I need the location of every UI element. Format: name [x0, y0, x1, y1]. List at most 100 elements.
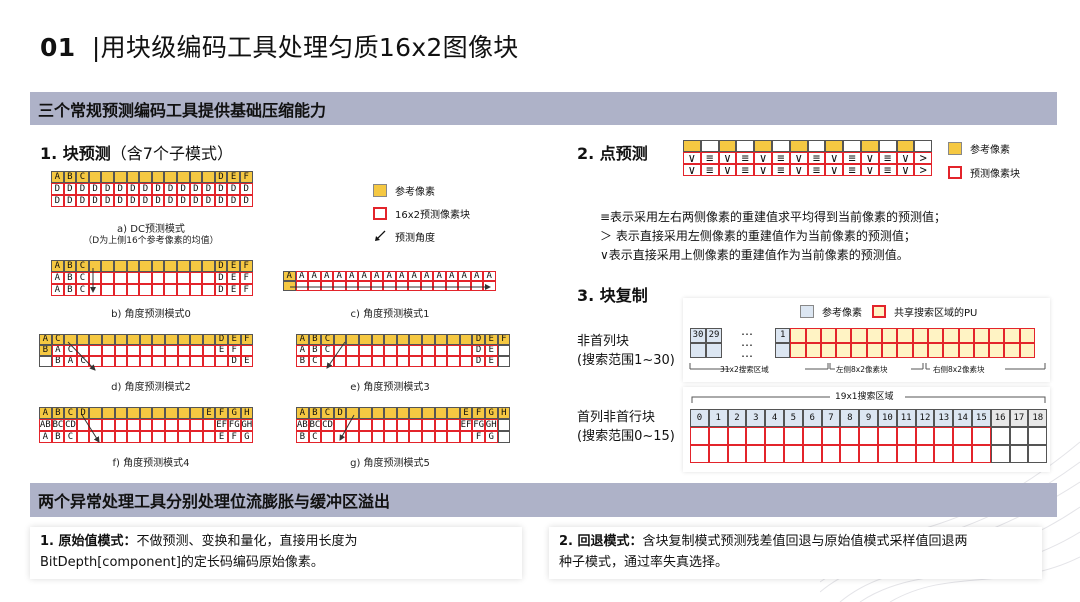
grid-cell: [821, 445, 841, 463]
grid-cell: [152, 345, 165, 356]
grid-cell: [859, 445, 878, 463]
grid-cell: C: [76, 284, 89, 296]
grid-cell: E: [484, 345, 498, 356]
grid-cell: 10: [877, 409, 897, 427]
grid-cell: GH: [484, 419, 498, 431]
grid-cell: [101, 419, 115, 431]
grid-cell: [802, 427, 822, 445]
grid-cell: [101, 431, 115, 443]
grid-cell: [89, 419, 102, 431]
grid-cell: [459, 356, 473, 367]
grid-cell: ∨: [825, 164, 844, 176]
grid-cell: ∨: [896, 152, 915, 164]
grid-cell: [396, 419, 410, 431]
grid-cell: [114, 419, 128, 431]
grid-cell: [358, 281, 371, 291]
grid-cell: [127, 431, 140, 443]
grid-cell: D: [139, 183, 152, 195]
grid-cell: 6: [802, 409, 822, 427]
grid-cell: A: [345, 271, 358, 281]
grid-cell: ∨: [825, 152, 844, 164]
grid-cell: [190, 407, 203, 419]
grid-cell: 17: [1009, 409, 1029, 427]
grid-cell: C: [76, 272, 89, 284]
grid-cell: [139, 419, 153, 431]
grid-cell: D: [227, 183, 240, 195]
grid-cell: D: [76, 183, 89, 195]
grid-cell: 7: [821, 409, 841, 427]
grid-cell: [76, 431, 90, 443]
grid-cell: 30: [690, 328, 706, 343]
grid-cell: [358, 407, 372, 419]
grid-cell: [409, 419, 422, 431]
grid-cell: D: [164, 195, 177, 207]
copy-legend-ref: 参考像素: [800, 304, 862, 319]
caption-mode5: g) 角度预测模式5: [350, 458, 430, 469]
grid-cell: [727, 445, 747, 463]
grid-cell: [371, 345, 385, 356]
grid-cell: B: [63, 171, 77, 183]
grid-cell: [126, 260, 140, 272]
grid-cell: G: [227, 407, 241, 419]
grid-cell: A: [51, 171, 64, 183]
legend-pred: 16x2预测像素块: [373, 206, 470, 221]
grid-cell: D: [202, 195, 215, 207]
grid-cell: F: [239, 284, 253, 296]
grid-cell: A: [320, 271, 333, 281]
grid-cell: [459, 345, 473, 356]
grid-cell: [708, 427, 728, 445]
grid-cell: [139, 356, 153, 367]
grid-cell: ≡: [878, 164, 897, 176]
grid-cell: [1019, 328, 1036, 343]
grid-cell: [202, 356, 216, 367]
grid-cell: [434, 356, 448, 367]
ref-swatch: [373, 184, 387, 197]
pred-swatch: [948, 166, 962, 179]
grid-cell: [101, 407, 115, 419]
copy-grid-1b: 1: [775, 328, 1036, 358]
grid-cell: [308, 281, 321, 291]
grid-cell: A: [39, 407, 52, 419]
grid-cell: [346, 334, 359, 345]
bracket-right8x2: 右侧8x2像素块: [933, 365, 985, 374]
grid-cell: [1019, 343, 1036, 358]
page-title: 01 |用块级编码工具处理匀质16x2图像块: [40, 33, 519, 62]
grid-cell: F: [239, 260, 253, 272]
block-copy-heading: 3. 块复制: [577, 286, 648, 305]
grid-cell: [1028, 445, 1048, 463]
grid-cell: C: [308, 356, 322, 367]
grid-cell: [114, 345, 128, 356]
grid-cell: [333, 281, 346, 291]
grid-cell: [139, 407, 153, 419]
grid-cell: 11: [896, 409, 916, 427]
grid-cell: GH: [240, 419, 254, 431]
grid-cell: [434, 431, 448, 443]
grid-cell: [396, 407, 410, 419]
grid-cell: 14: [953, 409, 972, 427]
grid-cell: [384, 431, 397, 443]
grid-cell: [333, 334, 347, 345]
grid-cell: [447, 334, 460, 345]
grid-cell: [934, 445, 954, 463]
grid-cell: ∨: [718, 152, 737, 164]
grid-cell: [127, 345, 140, 356]
grid-cell: [497, 345, 511, 356]
grid-cell: [859, 427, 878, 445]
grid-cell: [177, 334, 191, 345]
grid-cell: CD: [64, 419, 77, 431]
grid-cell: [497, 419, 511, 431]
caption-mode1: c) 角度预测模式1: [350, 309, 430, 320]
grid-cell: [101, 260, 114, 272]
grid-cell: B: [51, 356, 65, 367]
grid-cell: D: [139, 195, 152, 207]
grid-cell: G: [240, 431, 254, 443]
grid-cell: A: [395, 271, 408, 281]
grid-cell: [434, 407, 448, 419]
grid-cell: >: [914, 152, 933, 164]
grid-cell: [459, 431, 473, 443]
grid-cell: [113, 272, 127, 284]
grid-cell: [202, 334, 216, 345]
grid-cell: AB: [39, 419, 52, 431]
